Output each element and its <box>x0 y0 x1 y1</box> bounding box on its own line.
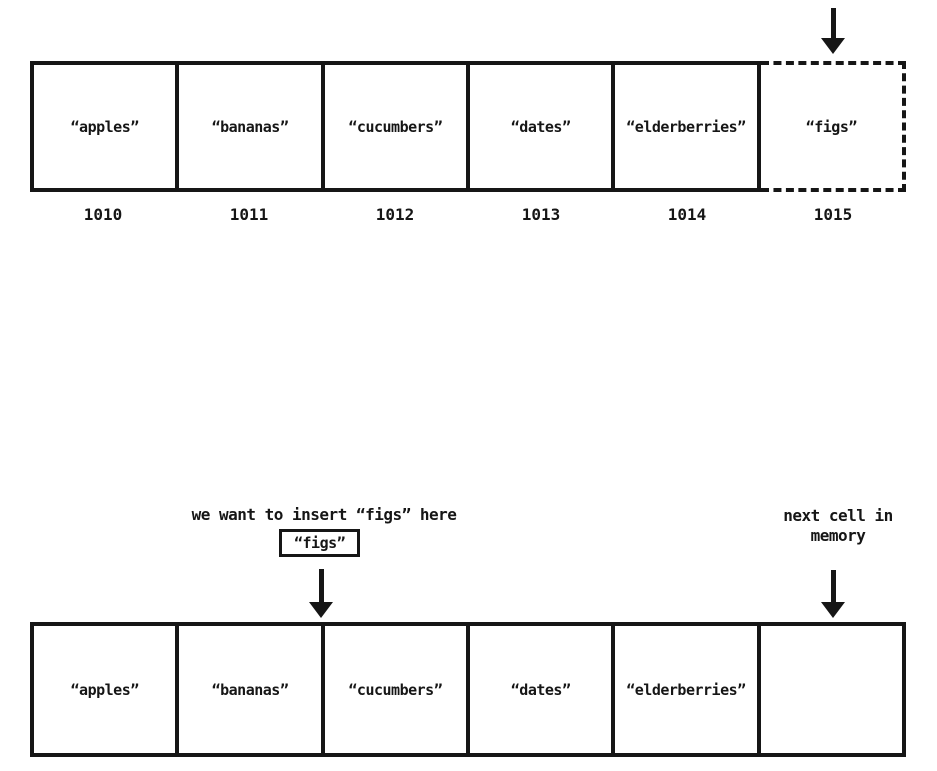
cell-value: “bananas” <box>211 680 289 699</box>
memory-cell: “dates” <box>465 61 612 192</box>
memory-cell: “apples” <box>30 622 176 757</box>
cell-value: “cucumbers” <box>348 117 443 136</box>
cell-value: “figs” <box>805 117 858 136</box>
arrow-shaft <box>318 569 324 602</box>
cell-value: “elderberries” <box>626 117 746 136</box>
insert-arrow-down-icon <box>309 569 333 618</box>
top-memory-row: “apples” “bananas” “cucumbers” “dates” “… <box>30 61 906 192</box>
cell-value: “apples” <box>70 680 140 699</box>
memory-cell: “apples” <box>30 61 176 192</box>
arrow-shaft <box>830 570 836 602</box>
insert-caption: we want to insert “figs” here <box>191 505 457 524</box>
insert-value-box: “figs” <box>279 529 361 557</box>
memory-cell: “elderberries” <box>611 61 761 192</box>
cell-value: “elderberries” <box>626 680 746 699</box>
cell-value: “apples” <box>70 117 140 136</box>
memory-cell: “elderberries” <box>611 622 757 757</box>
memory-cell: “cucumbers” <box>320 61 466 192</box>
new-cell-arrow-down-icon <box>821 8 845 54</box>
memory-address: 1014 <box>667 205 707 224</box>
memory-address: 1011 <box>229 205 269 224</box>
memory-cell: “cucumbers” <box>320 622 466 757</box>
memory-address: 1012 <box>375 205 415 224</box>
memory-cell: “bananas” <box>175 622 321 757</box>
memory-address: 1013 <box>521 205 561 224</box>
next-cell-caption: next cell in memory <box>783 506 893 545</box>
cell-value: “bananas” <box>211 117 289 136</box>
memory-address: 1015 <box>813 205 853 224</box>
cell-value: “dates” <box>510 117 571 136</box>
arrow-head <box>309 602 333 618</box>
address-row: 1010 1011 1012 1013 1014 1015 <box>30 205 906 224</box>
memory-cell-empty <box>756 622 906 757</box>
arrow-shaft <box>830 8 836 38</box>
cell-value: “dates” <box>510 680 571 699</box>
memory-address: 1010 <box>83 205 123 224</box>
bottom-memory-row: “apples” “bananas” “cucumbers” “dates” “… <box>30 622 906 757</box>
next-cell-arrow-down-icon <box>821 570 845 618</box>
cell-value: “cucumbers” <box>348 680 443 699</box>
arrow-head <box>821 602 845 618</box>
memory-cell: “dates” <box>465 622 612 757</box>
memory-cell-new-dashed: “figs” <box>760 61 906 192</box>
arrow-head <box>821 38 845 54</box>
memory-cell: “bananas” <box>175 61 321 192</box>
